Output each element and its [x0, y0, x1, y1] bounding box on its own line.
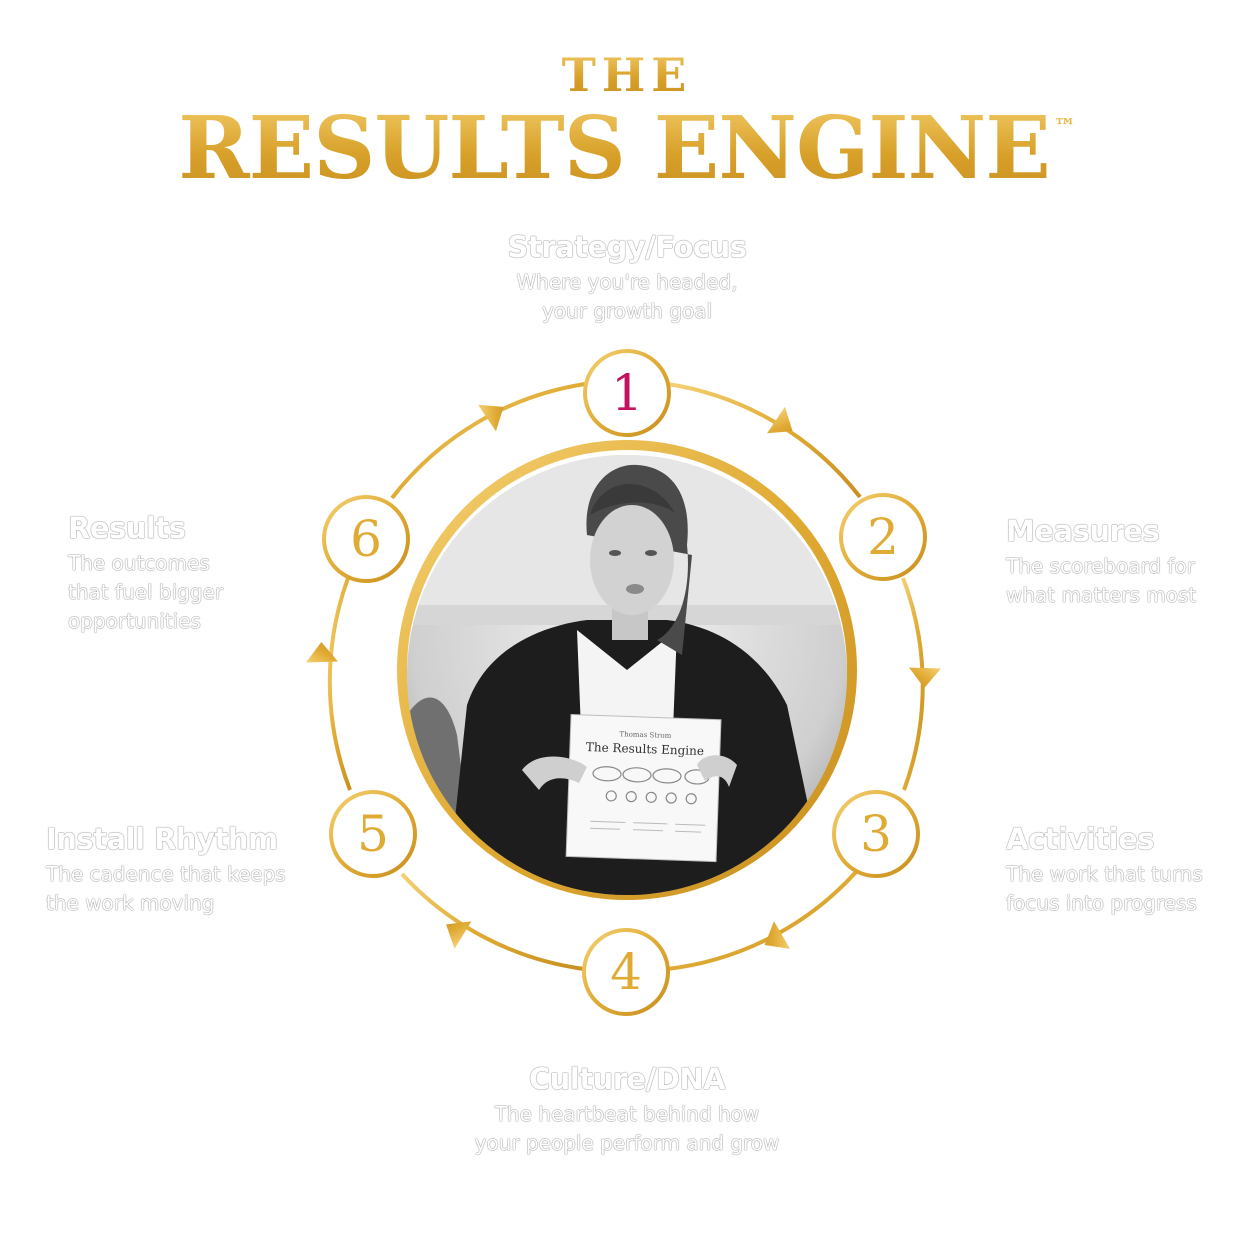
label-desc-line-1: The outcomes [68, 551, 210, 575]
label-desc-line-1: The cadence that keeps [46, 862, 286, 886]
photo-frame-ring [397, 440, 857, 900]
label-desc-line-2: your people perform and grow [474, 1131, 780, 1155]
right-hand [697, 755, 737, 787]
label-desc-line-2: your growth goal [541, 299, 713, 323]
doc-brand: Thomas Strom [619, 730, 671, 740]
direction-arrows [306, 404, 941, 949]
title-line-1: THE [0, 48, 1254, 102]
label-install-rhythm: Install Rhythm The cadence that keeps th… [46, 822, 326, 918]
step-circle-2 [839, 493, 927, 581]
step-circle-5 [329, 790, 417, 878]
label-desc-line-2: the work moving [46, 891, 215, 915]
label-measures: Measures The scoreboard for what matters… [1006, 514, 1246, 610]
left-hand [522, 756, 587, 790]
step-number-5: 5 [357, 805, 389, 863]
label-title: Strategy/Focus [507, 230, 747, 264]
step-circle-6 [322, 495, 410, 583]
arrow-2-3 [909, 667, 941, 688]
step-number-4: 4 [610, 943, 642, 1001]
step-number-3: 3 [860, 805, 892, 863]
step-number-6: 6 [350, 510, 382, 568]
step-circle-4 [582, 928, 670, 1016]
label-title: Results [68, 511, 186, 545]
arrow-3-4 [764, 921, 790, 949]
face [590, 505, 674, 615]
arrow-5-6 [306, 642, 338, 663]
label-title: Activities [1006, 822, 1155, 856]
label-desc-line-2: what matters most [1006, 583, 1197, 607]
label-desc-line-3: opportunities [68, 609, 201, 633]
label-strategy-focus: Strategy/Focus Where you're headed, your… [427, 230, 827, 326]
trademark-symbol: ™ [1053, 114, 1076, 140]
arrow-4-5 [446, 921, 472, 949]
label-title: Install Rhythm [46, 822, 278, 856]
arrow-6-1 [478, 404, 504, 432]
label-title: Measures [1006, 514, 1160, 548]
step-circle-1 [583, 349, 671, 437]
step-circle-3 [832, 790, 920, 878]
label-desc-line-2: that fuel bigger [68, 580, 224, 604]
label-activities: Activities The work that turns focus int… [1006, 822, 1246, 918]
label-desc-line-2: focus into progress [1006, 891, 1197, 915]
label-desc-line-1: The scoreboard for [1006, 554, 1195, 578]
photo-illustration: Thomas Strom The Results Engine [407, 455, 847, 895]
title-text: RESULTS ENGINE [178, 98, 1051, 199]
step-number-1: 1 [611, 364, 643, 422]
label-culture-dna: Culture/DNA The heartbeat behind how you… [427, 1062, 827, 1158]
label-desc-line-1: The heartbeat behind how [494, 1102, 760, 1126]
label-results: Results The outcomes that fuel bigger op… [68, 511, 288, 636]
step-number-2: 2 [867, 508, 899, 566]
photo: Thomas Strom The Results Engine [407, 455, 847, 895]
doc-title: The Results Engine [586, 740, 705, 758]
step-circles [322, 349, 927, 1016]
connector-lines [240, 532, 990, 1054]
label-desc-line-1: Where you're headed, [516, 270, 738, 294]
held-document: Thomas Strom The Results Engine [565, 713, 722, 863]
label-desc-line-1: The work that turns [1006, 862, 1203, 886]
label-title: Culture/DNA [528, 1062, 726, 1096]
arrow-1-2 [767, 406, 793, 434]
